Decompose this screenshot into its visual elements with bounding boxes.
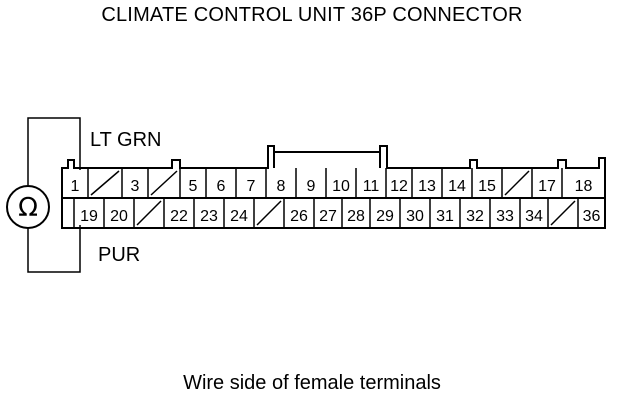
diagram-title: CLIMATE CONTROL UNIT 36P CONNECTOR bbox=[101, 4, 523, 26]
wire-label-lt-grn: LT GRN bbox=[90, 129, 162, 151]
connector-housing bbox=[61, 145, 606, 229]
blank-cavity-slash bbox=[504, 170, 530, 196]
terminal-number: 12 bbox=[390, 178, 408, 195]
blank-cavity-slash bbox=[136, 200, 162, 226]
terminal-cavity: 27 bbox=[313, 198, 337, 228]
blank-cavity bbox=[147, 168, 178, 198]
terminal-number: 7 bbox=[247, 178, 256, 195]
terminal-cavity: 28 bbox=[341, 198, 365, 228]
terminal-cavity: 7 bbox=[235, 168, 256, 198]
terminal-cavity: 14 bbox=[441, 168, 466, 198]
terminal-number: 19 bbox=[80, 208, 98, 225]
terminal-number: 6 bbox=[217, 178, 226, 195]
terminal-number: 1 bbox=[71, 178, 80, 195]
terminal-cavity: 17 bbox=[531, 168, 556, 198]
terminal-number: 13 bbox=[418, 178, 436, 195]
blank-cavity bbox=[547, 198, 576, 228]
terminal-cavity: 30 bbox=[399, 198, 424, 228]
terminal-number: 27 bbox=[319, 208, 337, 225]
terminal-cavity: 24 bbox=[223, 198, 248, 228]
terminal-number: 9 bbox=[307, 178, 316, 195]
blank-cavity-slash bbox=[256, 200, 282, 226]
terminal-cavity: 13 bbox=[411, 168, 436, 198]
terminal-number: 22 bbox=[170, 208, 188, 225]
blank-cavity-slash bbox=[550, 200, 576, 226]
terminal-cavity: 5 bbox=[179, 168, 198, 198]
terminal-cavity: 11 bbox=[355, 168, 380, 198]
terminal-number: 23 bbox=[200, 208, 218, 225]
ohmmeter-icon: Ω bbox=[6, 185, 50, 229]
terminal-cavity: 22 bbox=[163, 198, 188, 228]
terminal-number: 34 bbox=[525, 208, 543, 225]
terminal-number: 8 bbox=[277, 178, 286, 195]
terminal-cavity: 15 bbox=[471, 168, 496, 198]
terminal-number: 3 bbox=[131, 178, 140, 195]
terminal-cavity: 3 bbox=[121, 168, 140, 198]
blank-cavity bbox=[501, 168, 530, 198]
terminal-cavity: 29 bbox=[369, 198, 394, 228]
blank-cavity bbox=[133, 198, 162, 228]
terminal-number: 20 bbox=[110, 208, 128, 225]
terminal-cavity: 34 bbox=[519, 198, 543, 228]
terminal-number: 15 bbox=[478, 178, 496, 195]
terminal-number: 29 bbox=[376, 208, 394, 225]
blank-cavity-slash bbox=[90, 170, 120, 196]
blank-cavity bbox=[87, 168, 120, 198]
terminal-number: 10 bbox=[332, 178, 350, 195]
terminal-number: 30 bbox=[406, 208, 424, 225]
omega-symbol: Ω bbox=[18, 193, 38, 223]
terminal-cavity: 33 bbox=[489, 198, 514, 228]
diagram-caption: Wire side of female terminals bbox=[183, 372, 441, 394]
terminal-cavity: 26 bbox=[283, 198, 308, 228]
terminal-cavity: 6 bbox=[205, 168, 226, 198]
terminal-cavity: 36 bbox=[577, 198, 601, 228]
terminal-number: 5 bbox=[189, 178, 198, 195]
blank-cavity-slash bbox=[150, 170, 178, 196]
terminal-cavity: 10 bbox=[325, 168, 350, 198]
terminal-number: 17 bbox=[538, 178, 556, 195]
terminal-cavity: 18 bbox=[561, 168, 593, 198]
terminal-number: 14 bbox=[448, 178, 466, 195]
terminal-number: 24 bbox=[230, 208, 248, 225]
terminal-number: 31 bbox=[436, 208, 454, 225]
wire-label-pur: PUR bbox=[98, 244, 141, 266]
blank-cavity bbox=[253, 198, 282, 228]
ohmmeter-wiring bbox=[27, 117, 81, 273]
terminal-cavity: 32 bbox=[459, 198, 484, 228]
terminal-number: 32 bbox=[466, 208, 484, 225]
terminal-number: 33 bbox=[496, 208, 514, 225]
terminal-number: 18 bbox=[575, 178, 593, 195]
terminal-cavity: 1 bbox=[71, 178, 80, 195]
terminal-cavity: 23 bbox=[193, 198, 218, 228]
terminal-cavity: 8 bbox=[265, 168, 286, 198]
terminal-number: 11 bbox=[363, 178, 380, 195]
terminal-number: 26 bbox=[290, 208, 308, 225]
terminal-cavity: 31 bbox=[429, 198, 454, 228]
terminal-cavity: 19 bbox=[73, 198, 98, 228]
terminal-cavity: 12 bbox=[385, 168, 408, 198]
terminal-number: 28 bbox=[347, 208, 365, 225]
terminal-cavity: 9 bbox=[295, 168, 316, 198]
terminal-cavity: 20 bbox=[103, 198, 128, 228]
terminal-number: 36 bbox=[583, 208, 601, 225]
connector-row-2: 19 20 22 23 24 26 27 28 29 30 31 32 33 34 36 bbox=[73, 198, 601, 228]
